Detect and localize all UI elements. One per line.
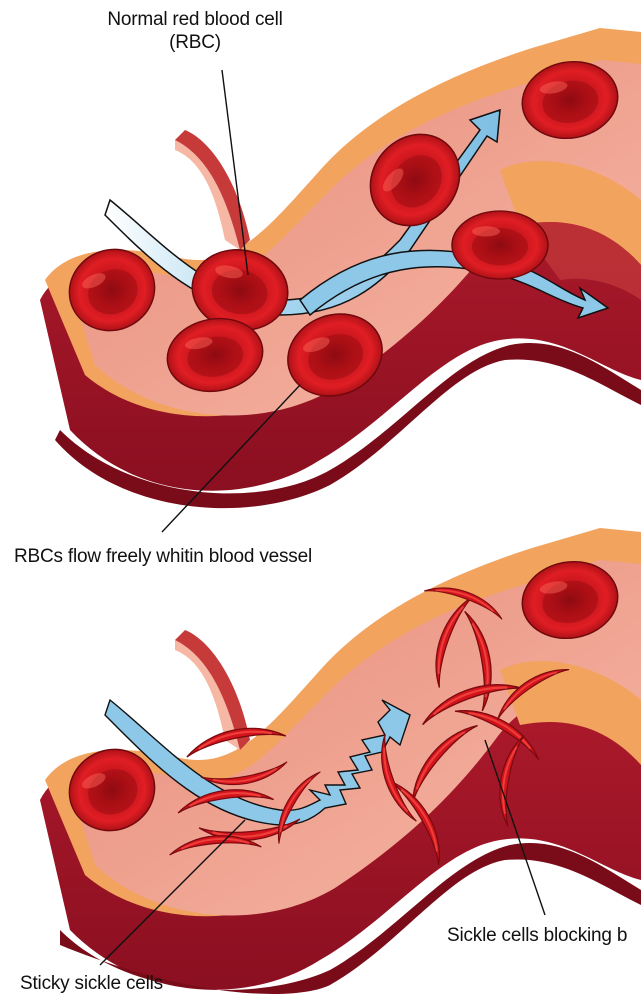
label-sticky-sickle: Sticky sickle cells [20,972,163,995]
label-normal-rbc: Normal red blood cell (RBC) [90,8,300,54]
label-sickle-blocking: Sickle cells blocking b [447,924,627,947]
normal-rbc [452,211,548,279]
label-flow-freely: RBCs flow freely whitin blood vessel [14,545,312,568]
label-normal-rbc-line1: Normal red blood cell [90,8,300,31]
label-normal-rbc-line2: (RBC) [90,31,300,54]
